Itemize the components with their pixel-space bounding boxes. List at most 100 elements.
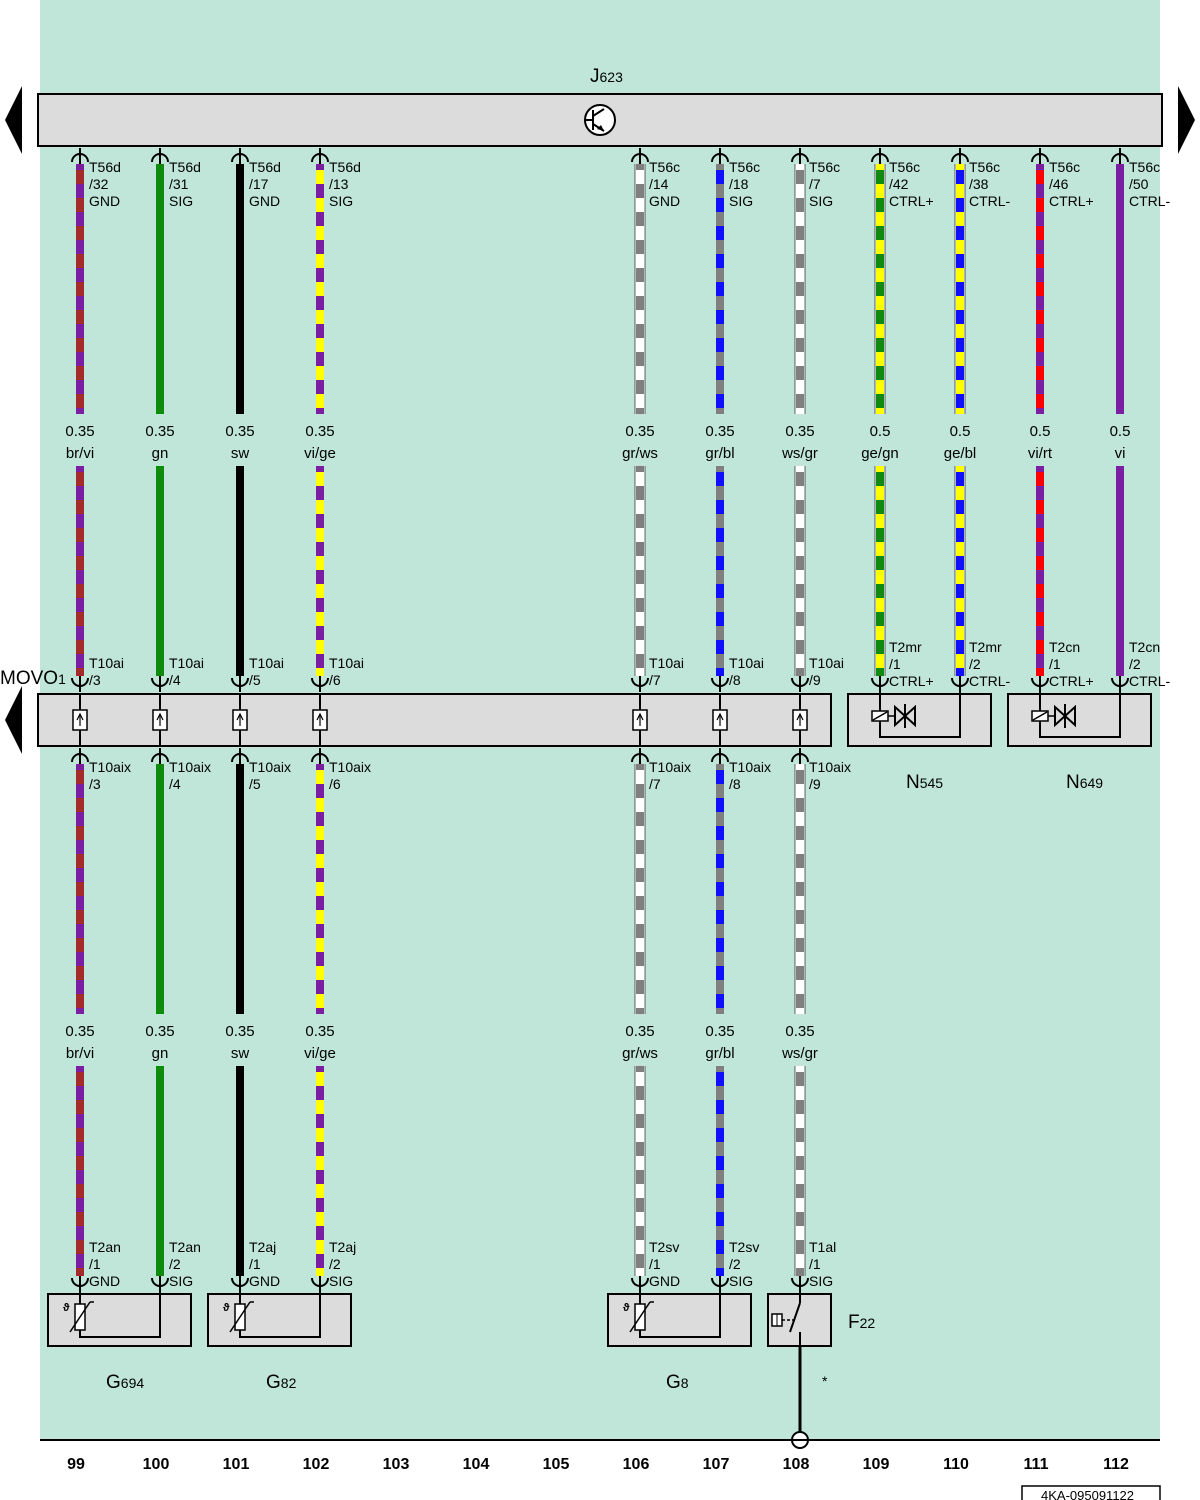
plug-terminal-icon [712, 694, 728, 746]
plug-terminal-icon [632, 694, 648, 746]
wire-segment-mid [316, 466, 324, 676]
column-number: 101 [223, 1456, 250, 1473]
wire-pin-movo-out [231, 748, 249, 764]
continue-right-arrow-top[interactable] [1178, 86, 1195, 154]
top-gauge-color: ws/gr [781, 445, 818, 462]
wires-layer [71, 148, 1129, 1292]
wire-pin-movo-out [791, 748, 809, 764]
column-number: 106 [623, 1456, 650, 1473]
continue-left-arrow-movo[interactable] [5, 686, 22, 754]
top-gauge-size: 0.35 [785, 423, 814, 440]
bottom-gauge-size: 0.35 [705, 1023, 734, 1040]
footnote-mark: * [822, 1373, 828, 1389]
wire-pin-movo-in [151, 676, 169, 692]
column-number: 111 [1024, 1456, 1049, 1473]
wire-segment-upper [156, 164, 164, 414]
plug-terminal-icon [72, 694, 88, 746]
g694-label: G694 [106, 1372, 144, 1393]
movo-in-label: T10ai/4 [169, 655, 204, 688]
column-number: 102 [303, 1456, 330, 1473]
wire-segment-end [716, 1066, 724, 1276]
bottom-gauge-color: br/vi [66, 1045, 94, 1062]
wire-segment-lower [634, 764, 646, 1014]
wire-pin-movo-out [631, 748, 649, 764]
n649-label: N649 [1066, 772, 1103, 793]
movo-in-label: T10ai/3 [89, 655, 124, 688]
top-gauge-size: 0.5 [1030, 423, 1051, 440]
top-gauge-color: sw [231, 445, 250, 462]
bottom-gauge-size: 0.35 [145, 1023, 174, 1040]
column-number: 110 [943, 1456, 969, 1473]
bottom-gauge-color: sw [231, 1045, 250, 1062]
wire-pin-end [951, 676, 969, 692]
plug-terminal-icon [312, 694, 328, 746]
wire-pin-top [151, 148, 169, 164]
wire-pin-top [1111, 148, 1129, 164]
wire-segment-upper [1036, 164, 1044, 414]
wire-pin-movo-out [151, 748, 169, 764]
movo-in-label: T10ai/5 [249, 655, 284, 688]
movo-in-label: T10ai/8 [729, 655, 764, 688]
n545-label: N545 [906, 772, 943, 793]
pressure-switch-icon [771, 1313, 795, 1327]
bottom-gauge-size: 0.35 [65, 1023, 94, 1040]
wire-pin-end [631, 1276, 649, 1292]
column-number: 104 [463, 1456, 490, 1473]
solenoid-valve-icon [871, 704, 916, 728]
wire-segment-end [316, 1066, 324, 1276]
solenoid-valve-icon [1031, 704, 1076, 728]
wire-pin-top [231, 148, 249, 164]
wire-segment-upper [236, 164, 244, 414]
g82-sensor: ϑ [207, 1286, 352, 1347]
wire-pin-movo-out [311, 748, 329, 764]
wire-segment-mid [634, 466, 646, 676]
plug-terminal-icon [152, 694, 168, 746]
wire-segment-mid [874, 466, 886, 676]
wire-segment-end [156, 1066, 164, 1276]
wire-segment-lower [716, 764, 724, 1014]
svg-text:ϑ: ϑ [63, 1302, 70, 1314]
wire-pin-end [1111, 676, 1129, 692]
g8-sensor: ϑ [607, 1286, 752, 1347]
wire-pin-top [311, 148, 329, 164]
wire-pin-top [631, 148, 649, 164]
wire-segment-mid [1036, 466, 1044, 676]
top-gauge-size: 0.35 [65, 423, 94, 440]
wire-pin-end [1031, 676, 1049, 692]
wire-segment-upper [1116, 164, 1124, 414]
plug-terminal-icon [792, 694, 808, 746]
top-gauge-size: 0.5 [870, 423, 891, 440]
wire-pin-movo-in [71, 676, 89, 692]
wire-segment-upper [794, 164, 806, 414]
f22-switch [767, 1286, 832, 1347]
wire-pin-movo-in [231, 676, 249, 692]
wire-pin-movo-in [631, 676, 649, 692]
wire-segment-upper [716, 164, 724, 414]
wire-segment-mid [794, 466, 806, 676]
bottom-gauge-size: 0.35 [785, 1023, 814, 1040]
temperature-sensor-icon: ϑ [63, 1301, 94, 1333]
wire-pin-movo-in [311, 676, 329, 692]
movo-label: MOVO1 [0, 668, 66, 689]
continue-left-arrow-top[interactable] [5, 86, 22, 154]
movo-in-label: T10ai/6 [329, 655, 364, 688]
wire-pin-top [1031, 148, 1049, 164]
movo-in-label: T10ai/9 [809, 655, 844, 688]
top-gauge-color: vi/ge [304, 445, 336, 462]
wire-pin-top [711, 148, 729, 164]
wire-segment-upper [874, 164, 886, 414]
top-gauge-size: 0.35 [225, 423, 254, 440]
wire-segment-end [76, 1066, 84, 1276]
